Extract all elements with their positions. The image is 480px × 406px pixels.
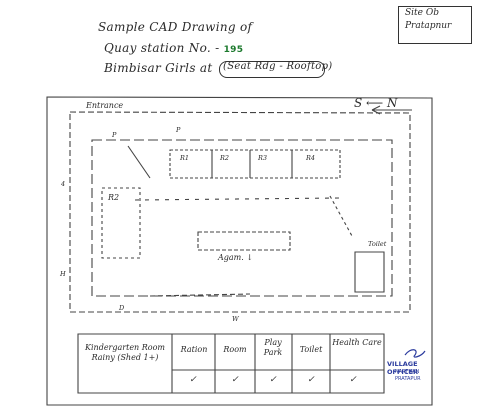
toilet-label: Toilet bbox=[368, 240, 387, 248]
room-label-3: R3 bbox=[258, 154, 268, 162]
corridor bbox=[197, 231, 291, 251]
corner-note-line-2: Pratapnur bbox=[405, 21, 452, 31]
marker-p-2: P bbox=[176, 126, 181, 134]
path-line-2 bbox=[329, 195, 353, 237]
building-outline bbox=[91, 139, 393, 297]
rooms-block bbox=[169, 149, 341, 179]
path-line-3 bbox=[149, 293, 251, 297]
room-label-1: R1 bbox=[180, 154, 190, 162]
left-room-label: R2 bbox=[108, 193, 120, 202]
title-line-2: Quay station No. - 195 bbox=[104, 41, 243, 55]
corner-note: Site Ob Pratapnur bbox=[398, 6, 472, 44]
room-label-4: R4 bbox=[306, 154, 316, 162]
tick-1: ✓ bbox=[189, 375, 197, 385]
summary-table bbox=[77, 333, 385, 394]
title-line-2-text: Quay station No. - bbox=[104, 41, 220, 55]
left-room bbox=[101, 187, 141, 259]
village-officer-stamp: VILLAGE OFFICER NARTHAN PRATAPUR bbox=[381, 345, 447, 389]
site-boundary bbox=[69, 111, 411, 313]
outer-frame bbox=[46, 96, 433, 406]
entrance-label: Entrance bbox=[86, 101, 124, 110]
marker-w: W bbox=[232, 315, 239, 323]
title-line-3: Bimbisar Girls at bbox=[104, 61, 213, 75]
tick-3: ✓ bbox=[269, 375, 277, 385]
table-col-4: Play Park bbox=[263, 338, 283, 357]
tick-5: ✓ bbox=[349, 375, 357, 385]
left-margin-label-2: H bbox=[60, 270, 66, 278]
table-col-2: Ration bbox=[180, 345, 208, 354]
path-line-1 bbox=[134, 197, 341, 201]
stamp-line-1: VILLAGE OFFICER bbox=[387, 360, 419, 376]
tick-4: ✓ bbox=[307, 375, 315, 385]
table-col-3: Room bbox=[223, 345, 247, 354]
stamp-line-2: NARTHAN bbox=[395, 369, 420, 375]
boxed-note bbox=[219, 61, 325, 78]
marker-p-1: P bbox=[112, 131, 117, 139]
stamp-signature-icon bbox=[404, 349, 426, 358]
compass-arrow bbox=[371, 105, 412, 115]
corridor-label: Agam. ↓ bbox=[218, 253, 254, 262]
corner-note-line-1: Site Ob bbox=[405, 8, 439, 18]
tick-2: ✓ bbox=[231, 375, 239, 385]
boxed-note-text: (Seat Rdg - Rooftop) bbox=[223, 61, 333, 72]
room-label-2: R2 bbox=[220, 154, 230, 162]
compass-label: S ⟵ N bbox=[354, 96, 398, 110]
table-col-6: Health Care bbox=[332, 338, 382, 347]
marker-d: D bbox=[119, 304, 125, 312]
toilet-block bbox=[354, 251, 385, 293]
title-line-1: Sample CAD Drawing of bbox=[98, 20, 253, 34]
stamp-line-3: PRATAPUR bbox=[395, 376, 421, 382]
entrance-arrow bbox=[127, 145, 151, 179]
table-col-1: Kindergarten Room Rainy (Shed 1+) bbox=[85, 343, 165, 362]
table-col-5: Toilet bbox=[299, 345, 323, 354]
station-number: 195 bbox=[223, 45, 244, 55]
left-margin-label-1: 4 bbox=[61, 180, 66, 188]
